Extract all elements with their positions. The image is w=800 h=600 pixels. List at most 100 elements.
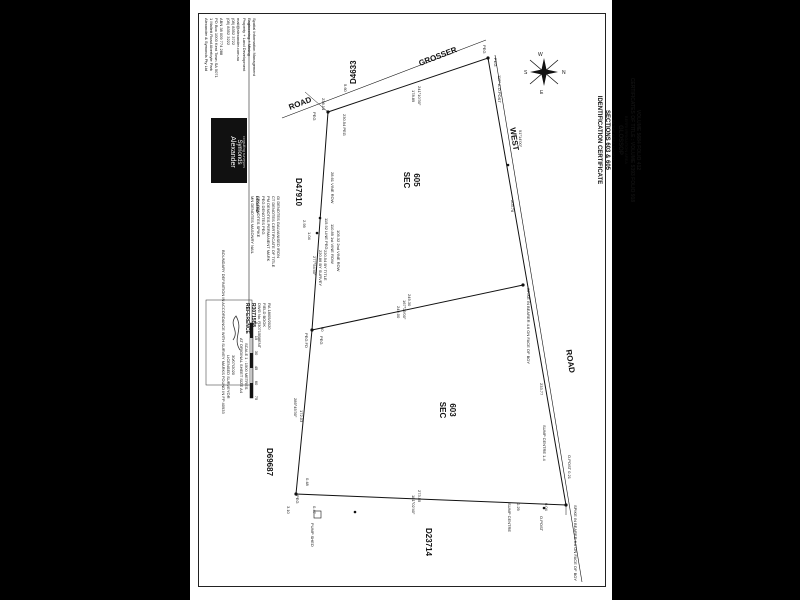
legend-item: GI DENOTES GALVANISED IRON <box>276 196 281 258</box>
dimension-labels: 178.89 241°10'30" 236.14 5.60 230.54 PEG… <box>286 45 578 581</box>
title-block: IDENTIFICATION CERTIFICATE SECTIONS 603 … <box>596 78 641 203</box>
cert-title: IDENTIFICATION CERTIFICATE <box>596 96 602 184</box>
dimension-label: 273.55 <box>417 490 422 503</box>
company-logo <box>211 118 247 183</box>
dimension-label: 203.76 <box>510 200 515 213</box>
parcel-label: D4633 <box>349 60 358 84</box>
legend-item: PEG DENOTES PEG <box>261 196 266 234</box>
dimension-label: 236.14 <box>321 98 326 111</box>
cert-sections: SECTIONS 603 & 605 <box>604 110 610 171</box>
dimension-label: 249.30 <box>407 294 412 307</box>
cert-in-area: IN THE AREA NAMED <box>611 120 616 160</box>
dimension-label: 91°14'00" <box>518 130 523 148</box>
legend-item: PM DENOTES PERMANENT MARK <box>266 196 271 262</box>
section-number: 603 <box>448 403 457 417</box>
dimension-label: 172.03 <box>299 410 304 423</box>
dimension-label: PUMP SHED <box>310 523 315 547</box>
road-label-road-1: ROAD <box>287 95 312 112</box>
service-3: Spatial Information Management <box>252 18 257 77</box>
dimension-label: O.POST <box>539 516 544 532</box>
section-number: 605 <box>412 173 421 187</box>
dimension-label: 110.89 1st VINE ROW <box>330 224 335 264</box>
dimension-label: 60 <box>320 327 325 332</box>
signature-date: 30/07/2020 <box>231 355 236 376</box>
pump-shed <box>313 510 322 519</box>
parcel-boundaries <box>295 57 567 506</box>
dimension-label: 5.60 <box>343 84 348 93</box>
dimension-label: PEG <box>482 45 487 53</box>
dimension-label: 0.48 <box>305 478 310 487</box>
scale-tick-label: 15 <box>254 336 259 341</box>
dimension-label: SUMP CENTRE <box>507 503 512 532</box>
north-arrow-icon: W N S E <box>524 52 566 96</box>
parcel-label: D23714 <box>424 528 433 557</box>
dimension-label: PEG <box>493 58 498 66</box>
dimension-label: 181°02'40" <box>411 495 416 515</box>
dimension-label: PEG FD <box>304 333 309 348</box>
cert-area: GLOSSOP <box>617 125 623 155</box>
dimension-label: 220.54 BY TITLE <box>323 250 328 281</box>
dimension-label: PEG <box>319 336 324 344</box>
dimension-label: SPIKE IN BEARER 6.6 ON FACE OF BOY <box>573 505 578 581</box>
parcel-label: D69687 <box>265 448 274 477</box>
company-name: Alexander & Symonds Pty Ltd <box>204 18 209 71</box>
company-email: mail@alexander.com.au <box>236 18 241 61</box>
reference-dwg: DWG No. R30715B8ENT <box>257 303 262 349</box>
scale-text: SCALE 1 : 1500 METRES <box>244 343 249 390</box>
scale-sheet: AT ORIGINAL SHEET SIZE A4 <box>239 338 244 394</box>
legend-item: MN DENOTES MASONRY NAIL <box>250 196 255 255</box>
boundary-note: BOUNDARY DEFINITION IN ACCORDANCE WITH S… <box>221 250 226 414</box>
signature <box>232 315 241 351</box>
company-phone: (08) 8352 3222 <box>226 18 231 46</box>
dimension-label: 277°54'40" <box>312 256 317 276</box>
survey-marks <box>294 56 568 514</box>
dimension-label: SPIKE IN BEARER 4.6 ON FACE OF BOY <box>526 288 531 364</box>
dimension-label: 2.99 <box>302 220 307 229</box>
section-605: SEC 605 <box>402 172 421 189</box>
north-label-e: E <box>540 90 544 96</box>
dimension-label: 28.61 VINE ROW <box>330 172 335 204</box>
scale-tick-label: 30 <box>254 351 259 356</box>
company-abn: ABN 38 009 774 288 <box>219 18 224 56</box>
logo-text-1: Alexander <box>229 136 236 168</box>
reference-block: REFERENCE R30715B8 DWG No. R30715B8ENT F… <box>244 303 272 349</box>
company-address-2: PO Box 1000 Kent Town SA 5071 <box>214 18 219 79</box>
road-label-west: WEST <box>508 127 521 151</box>
parcel-label: D47910 <box>294 178 303 207</box>
logo-text-3: consulting surveyors <box>242 136 246 168</box>
logo-text-2: Symonds <box>236 139 242 164</box>
company-address-1: 1 Mallett Road Aberfoyle Park <box>209 18 214 71</box>
dimension-label: SUMP CENTRE 1.4 <box>542 425 547 461</box>
legend-item: CT DENOTES CERTIFICATE OF TITLE <box>271 196 276 268</box>
legend-heading: LEGEND <box>255 196 260 213</box>
reference-rev: RA 18/05/2020 <box>267 303 272 330</box>
cert-cot-2: VOLUME 5684 FOLIO 412 <box>635 110 641 171</box>
road-label-grosser: GROSSER <box>417 45 458 68</box>
service-1: Property + Land Development <box>242 18 247 72</box>
sheet-border <box>198 13 606 587</box>
road-label-road-2: ROAD <box>564 349 577 374</box>
reference-fieldbook: FIELD BOOK <box>262 303 267 327</box>
dimension-label: 167°29'00" <box>402 300 407 320</box>
company-fax: (08) 8352 3722 <box>231 18 236 46</box>
scale-tick-label: 60 <box>254 381 259 386</box>
reference-number: R30715B8 <box>250 303 256 327</box>
section-603: SEC 603 <box>438 402 457 419</box>
service-2: Engineering + Mining <box>247 18 252 56</box>
scale-tick-label: 45 <box>254 366 259 371</box>
section-label: SEC <box>402 172 411 189</box>
signature-role: LICENSED SURVEYOR <box>226 355 231 399</box>
reference-label: REFERENCE <box>244 303 250 335</box>
dimension-label: O.POST 0.21 <box>567 455 572 480</box>
legend: LEGEND MN DENOTES MASONRY NAIL SPK DENOT… <box>250 196 281 268</box>
west-road-edge <box>494 54 583 583</box>
grosser-road-edge <box>281 39 487 119</box>
legend-item: SPK DENOTES SPIKE <box>256 196 261 238</box>
north-label-n: N <box>562 70 566 76</box>
dimension-label: 249.00 <box>396 306 401 319</box>
dimension-label: 0.47 <box>312 506 317 515</box>
dimension-label: 0.04 <box>544 503 549 512</box>
dimension-label: 3.10 <box>286 506 291 515</box>
dimension-label: PEG <box>312 112 317 120</box>
scale-tick-label: 75 <box>254 396 259 401</box>
